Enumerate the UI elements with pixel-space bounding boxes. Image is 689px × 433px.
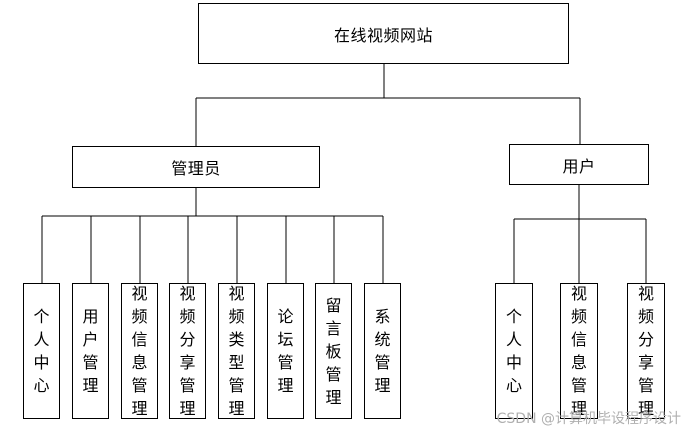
admin-child-forum-management: 论坛管理 xyxy=(267,283,304,419)
admin-child-video-type-management: 视频类型管理 xyxy=(218,283,255,419)
admin-child-label: 视频类型管理 xyxy=(228,284,245,418)
user-child-video-info-management: 视频信息管理 xyxy=(560,283,598,419)
branch-label-user: 用户 xyxy=(562,156,596,176)
admin-child-label: 视频分享管理 xyxy=(179,284,196,418)
user-child-video-share-management: 视频分享管理 xyxy=(627,283,665,419)
admin-child-video-info-management: 视频信息管理 xyxy=(121,283,158,419)
admin-child-message-board-management: 留言板管理 xyxy=(315,283,352,419)
branch-node-admin: 管理员 xyxy=(72,146,320,188)
admin-child-label: 视频信息管理 xyxy=(131,284,148,418)
admin-child-video-share-management: 视频分享管理 xyxy=(169,283,206,419)
admin-child-label: 用户管理 xyxy=(82,307,99,395)
admin-child-label: 论坛管理 xyxy=(277,307,294,395)
admin-child-user-management: 用户管理 xyxy=(72,283,109,419)
user-child-label: 视频信息管理 xyxy=(571,284,588,418)
admin-child-label: 留言板管理 xyxy=(325,295,342,407)
root-label: 在线视频网站 xyxy=(333,25,433,45)
admin-child-label: 系统管理 xyxy=(374,307,391,395)
user-child-label: 视频分享管理 xyxy=(638,284,655,418)
user-child-personal-center: 个人中心 xyxy=(495,283,533,419)
root-node: 在线视频网站 xyxy=(198,3,569,64)
user-child-label: 个人中心 xyxy=(506,307,523,395)
branch-label-admin: 管理员 xyxy=(171,159,221,178)
watermark: CSDN @计算机毕设程序设计 xyxy=(496,411,681,427)
admin-child-personal-center: 个人中心 xyxy=(23,283,60,419)
admin-child-label: 个人中心 xyxy=(33,307,50,395)
branch-node-user: 用户 xyxy=(509,144,649,185)
admin-child-system-management: 系统管理 xyxy=(364,283,401,419)
